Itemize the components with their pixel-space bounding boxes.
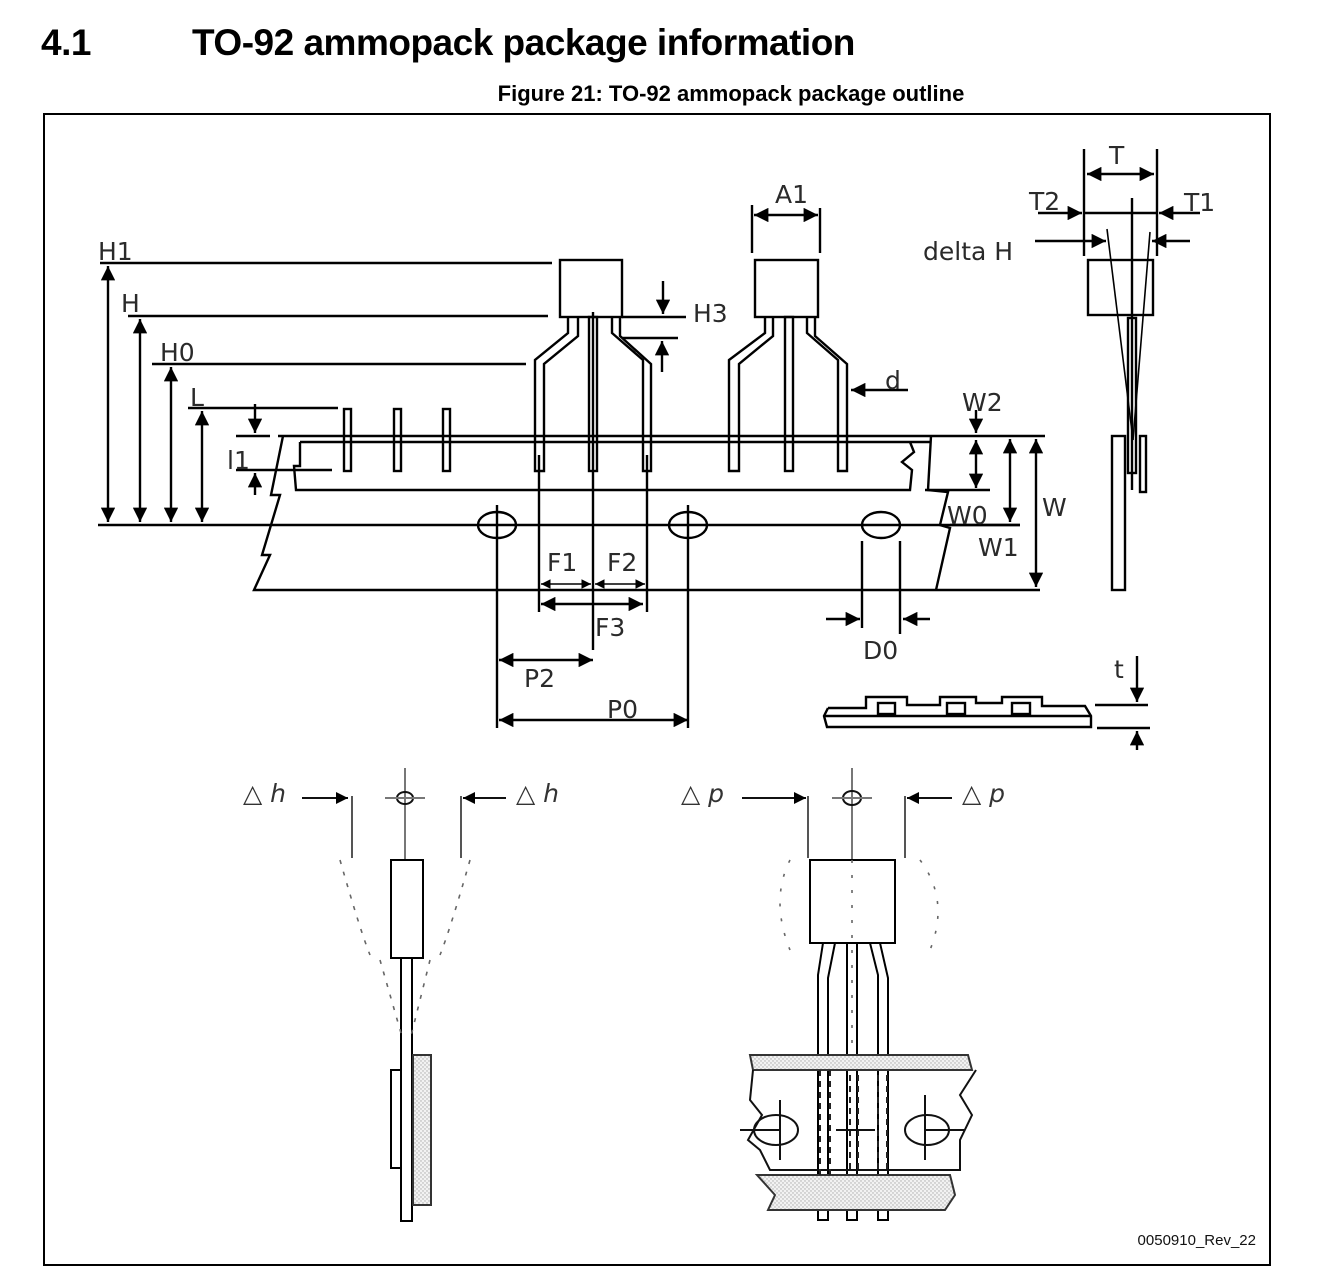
l1-dimension	[236, 404, 332, 495]
carrier-tape	[252, 434, 1045, 592]
h3-dimension	[622, 281, 686, 372]
label-h: H	[121, 289, 140, 318]
label-tape-thickness: t	[1114, 655, 1124, 684]
side-view	[1035, 149, 1200, 592]
section-title: TO-92 ammopack package information	[192, 22, 855, 63]
delta-h-view	[302, 768, 506, 1222]
delta-p-view	[740, 768, 977, 1221]
figure-frame	[43, 113, 1271, 1266]
label-t1: T1	[1183, 188, 1215, 217]
a1-dimension	[750, 205, 822, 253]
label-t2: T2	[1028, 187, 1060, 216]
label-w1: W1	[978, 533, 1019, 562]
w-dimensions	[950, 410, 1044, 587]
label-w: W	[1042, 493, 1067, 522]
label-p2: P2	[524, 664, 555, 693]
height-dimension-arrows	[100, 266, 210, 522]
transistor-body-1	[533, 258, 653, 612]
label-h1: H1	[98, 237, 133, 266]
label-delta-h-left: △ h	[243, 779, 286, 808]
label-p0: P0	[607, 695, 638, 724]
label-f1: F1	[547, 548, 577, 577]
label-a1: A1	[775, 180, 808, 209]
label-l: L	[190, 383, 204, 412]
tape-cross-section	[822, 656, 1150, 750]
label-w0: W0	[947, 501, 988, 530]
label-f3: F3	[595, 613, 625, 642]
figure-reference-code: 0050910_Rev_22	[1137, 1232, 1256, 1249]
dimension-labels: H1 H H0 L l1 H3 A1 d T T2 T1 delta H W2 …	[98, 141, 1215, 808]
label-delta-p-left: △ p	[681, 779, 724, 808]
label-f2: F2	[607, 548, 637, 577]
empty-lead-stubs	[342, 407, 452, 473]
label-l1: l1	[227, 446, 250, 475]
label-delta-h: delta H	[923, 237, 1013, 266]
label-delta-h-right: △ h	[516, 779, 559, 808]
label-delta-p-right: △ p	[962, 779, 1005, 808]
figure-caption: Figure 21: TO-92 ammopack package outlin…	[497, 81, 965, 106]
label-d0: D0	[863, 636, 898, 665]
label-t: T	[1108, 141, 1125, 170]
section-number: 4.1	[41, 22, 91, 63]
label-h3: H3	[693, 299, 728, 328]
label-d: d	[885, 366, 901, 395]
hold-down-tape	[278, 434, 935, 492]
transistor-body-2	[727, 258, 849, 473]
height-reference-lines	[98, 261, 1020, 527]
sprocket-holes	[476, 505, 902, 728]
pitch-dimensions	[499, 579, 930, 728]
label-h0: H0	[160, 338, 195, 367]
label-w2: W2	[962, 388, 1003, 417]
